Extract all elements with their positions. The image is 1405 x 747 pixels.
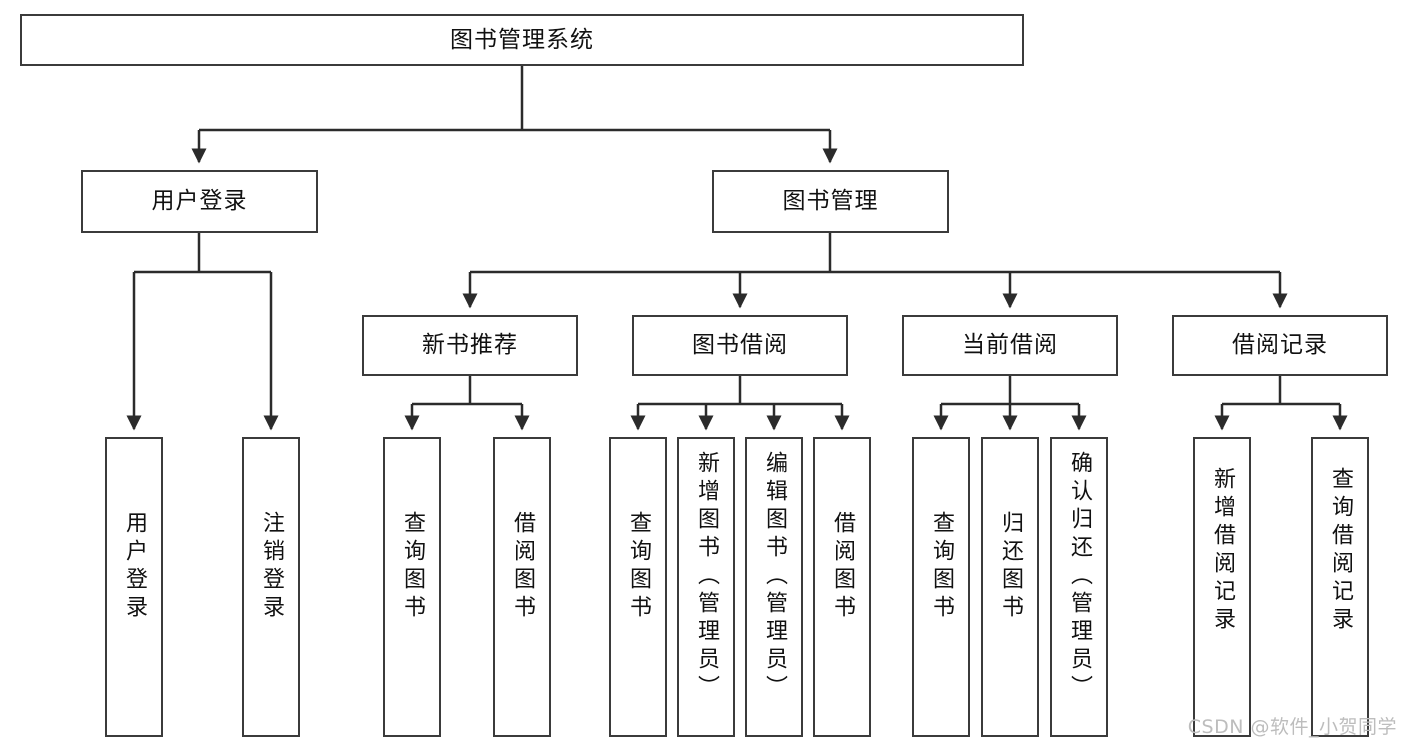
leaf-user-login[interactable]: 用户登录	[105, 437, 163, 737]
node-book-management-label: 图书管理	[782, 188, 879, 215]
leaf-bb-add-book-admin-label: 新增图书（管理员）	[694, 451, 719, 703]
leaf-bb-add-book-admin[interactable]: 新增图书（管理员）	[677, 437, 735, 737]
leaf-br-query-record-label: 查询借阅记录	[1328, 467, 1353, 635]
leaf-cb-confirm-return-admin[interactable]: 确认归还（管理员）	[1050, 437, 1108, 737]
node-book-borrow[interactable]: 图书借阅	[632, 315, 848, 376]
node-root-label: 图书管理系统	[450, 26, 594, 53]
leaf-cb-confirm-return-admin-label: 确认归还（管理员）	[1067, 451, 1092, 703]
leaf-nb-query-book-label: 查询图书	[400, 511, 425, 623]
leaf-logout-label: 注销登录	[259, 511, 284, 623]
node-book-management[interactable]: 图书管理	[712, 170, 949, 233]
leaf-user-login-label: 用户登录	[122, 511, 147, 623]
leaf-bb-borrow-book[interactable]: 借阅图书	[813, 437, 871, 737]
node-book-borrow-label: 图书借阅	[692, 332, 788, 359]
leaf-bb-query-book-label: 查询图书	[626, 511, 651, 623]
leaf-nb-borrow-book-label: 借阅图书	[510, 511, 535, 623]
leaf-nb-borrow-book[interactable]: 借阅图书	[493, 437, 551, 737]
leaf-cb-query-book-label: 查询图书	[929, 511, 954, 623]
leaf-br-add-record[interactable]: 新增借阅记录	[1193, 437, 1251, 737]
node-borrow-record[interactable]: 借阅记录	[1172, 315, 1388, 376]
leaf-br-query-record[interactable]: 查询借阅记录	[1311, 437, 1369, 737]
leaf-bb-edit-book-admin-label: 编辑图书（管理员）	[762, 451, 787, 703]
node-root-book-management-system[interactable]: 图书管理系统	[20, 14, 1024, 66]
node-borrow-record-label: 借阅记录	[1232, 332, 1328, 359]
node-current-borrow[interactable]: 当前借阅	[902, 315, 1118, 376]
node-current-borrow-label: 当前借阅	[962, 332, 1058, 359]
node-user-login-label: 用户登录	[151, 188, 248, 215]
leaf-logout[interactable]: 注销登录	[242, 437, 300, 737]
csdn-watermark: CSDN @软件_小贺同学	[1187, 716, 1397, 738]
leaf-bb-edit-book-admin[interactable]: 编辑图书（管理员）	[745, 437, 803, 737]
leaf-bb-borrow-book-label: 借阅图书	[830, 511, 855, 623]
leaf-cb-return-book[interactable]: 归还图书	[981, 437, 1039, 737]
leaf-cb-return-book-label: 归还图书	[998, 511, 1023, 623]
leaf-bb-query-book[interactable]: 查询图书	[609, 437, 667, 737]
leaf-nb-query-book[interactable]: 查询图书	[383, 437, 441, 737]
leaf-cb-query-book[interactable]: 查询图书	[912, 437, 970, 737]
leaf-br-add-record-label: 新增借阅记录	[1210, 467, 1235, 635]
node-new-book-recommend-label: 新书推荐	[422, 332, 518, 359]
node-new-book-recommend[interactable]: 新书推荐	[362, 315, 578, 376]
node-user-login[interactable]: 用户登录	[81, 170, 318, 233]
